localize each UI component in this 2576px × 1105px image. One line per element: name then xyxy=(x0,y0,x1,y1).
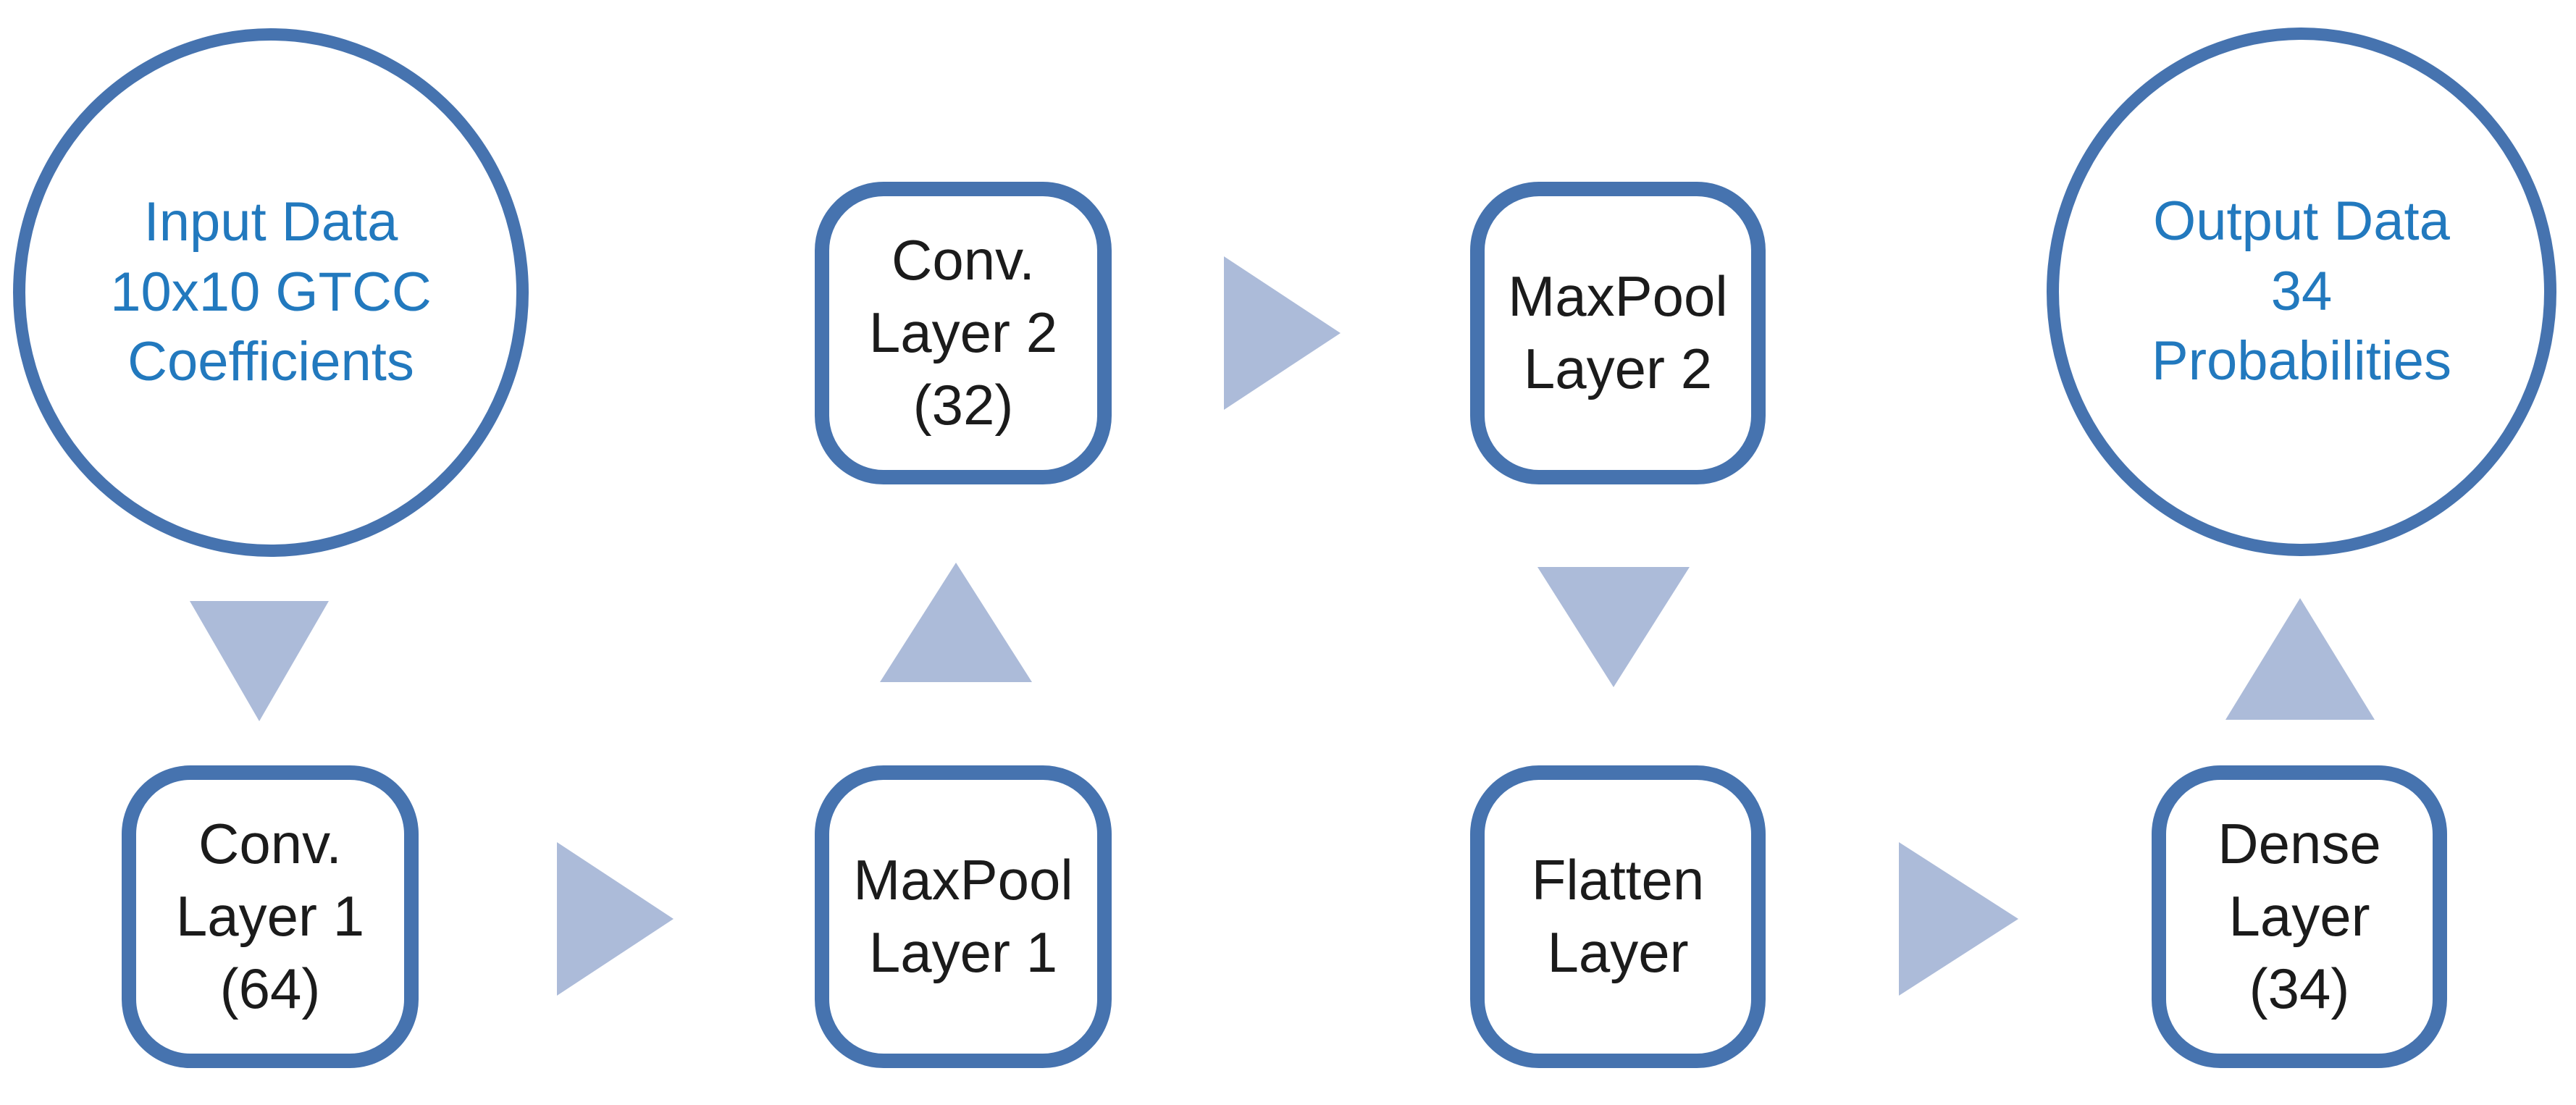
arrow-down-icon xyxy=(1537,567,1690,687)
maxpool-layer-1-node: MaxPool Layer 1 xyxy=(815,765,1112,1068)
dense-layer-label: Dense Layer (34) xyxy=(2218,812,2381,1020)
conv-layer-1-label: Conv. Layer 1 (64) xyxy=(175,812,365,1020)
dense-layer-node: Dense Layer (34) xyxy=(2152,765,2447,1068)
arrow-right-icon xyxy=(557,842,674,996)
flatten-layer-label: Flatten Layer xyxy=(1531,848,1705,984)
maxpool-layer-2-node: MaxPool Layer 2 xyxy=(1470,182,1766,484)
maxpool-layer-2-label: MaxPool Layer 2 xyxy=(1508,264,1728,400)
arrow-right-icon xyxy=(1899,842,2018,996)
arrow-up-icon xyxy=(2225,598,2375,720)
conv-layer-2-label: Conv. Layer 2 (32) xyxy=(868,228,1058,437)
output-data-node: Output Data 34 Probabilities xyxy=(2047,28,2556,556)
flatten-layer-node: Flatten Layer xyxy=(1470,765,1766,1068)
output-data-label: Output Data 34 Probabilities xyxy=(2152,190,2451,392)
input-data-node: Input Data 10x10 GTCC Coefficients xyxy=(13,28,529,557)
arrow-down-icon xyxy=(190,601,329,721)
conv-layer-1-node: Conv. Layer 1 (64) xyxy=(122,765,419,1068)
arrow-up-icon xyxy=(880,563,1032,682)
input-data-label: Input Data 10x10 GTCC Coefficients xyxy=(110,191,432,393)
conv-layer-2-node: Conv. Layer 2 (32) xyxy=(815,182,1112,484)
maxpool-layer-1-label: MaxPool Layer 1 xyxy=(853,848,1073,984)
arrow-right-icon xyxy=(1224,256,1341,410)
